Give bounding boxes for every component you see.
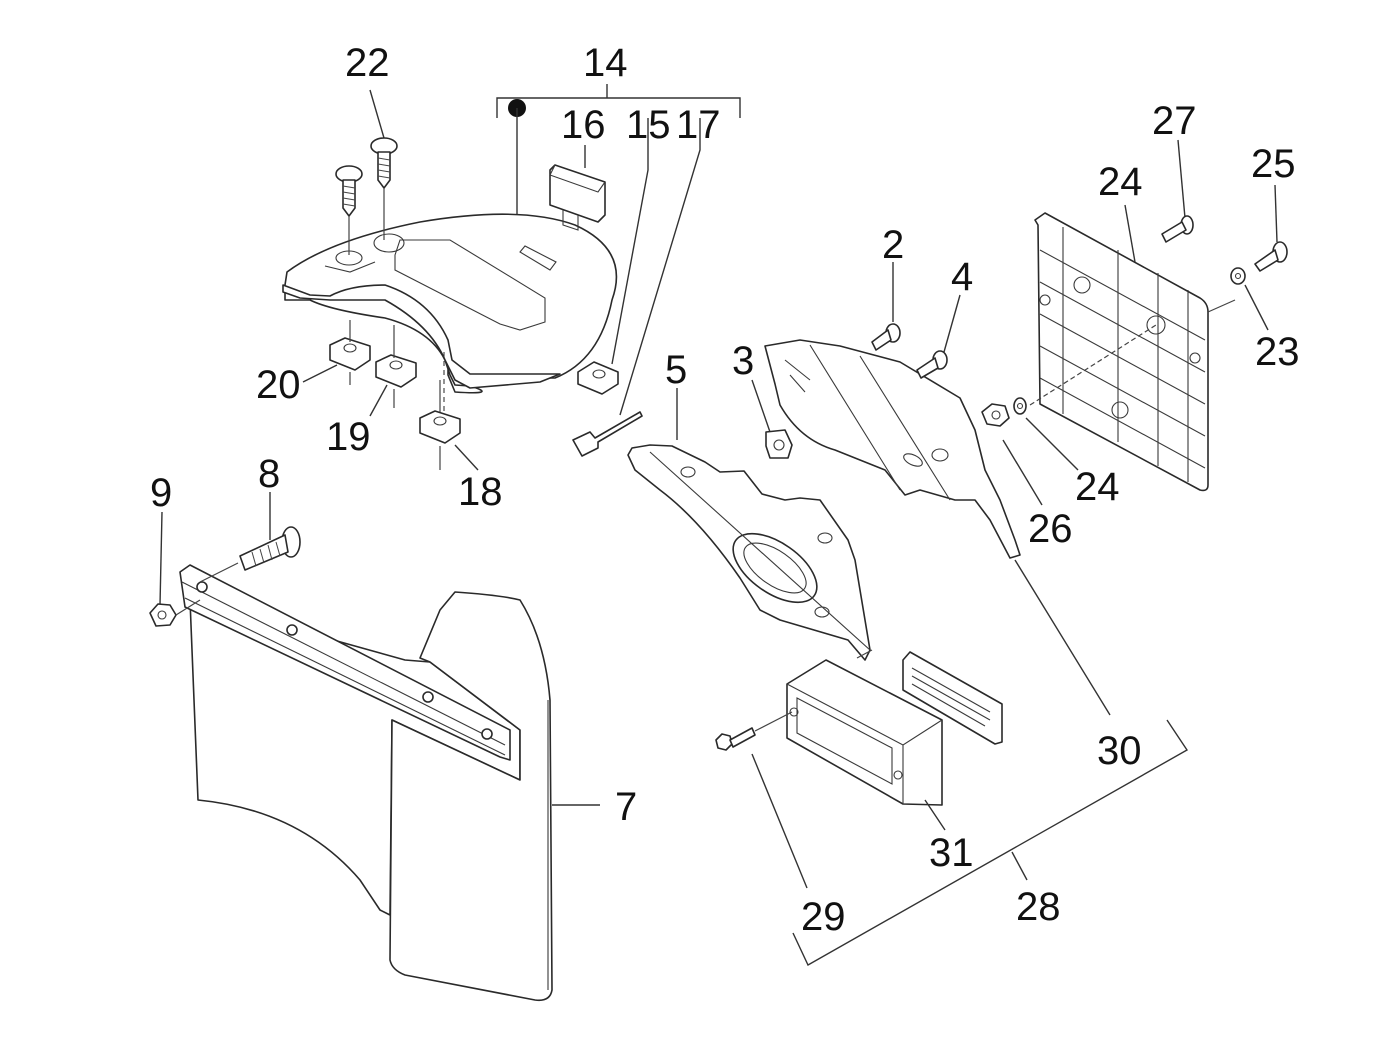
group-28-bracket [792, 719, 1188, 966]
screw-4 [916, 294, 961, 379]
callout-14: 14 [583, 41, 628, 85]
pin-27 [1161, 139, 1194, 243]
clip-nut-19 [369, 325, 417, 417]
rear-cover-30 [764, 339, 1111, 716]
callout-31: 31 [929, 831, 974, 875]
license-plate-light-31 [786, 649, 946, 831]
callout-23: 23 [1255, 330, 1300, 374]
callout-17: 17 [676, 103, 721, 147]
callout-20: 20 [256, 363, 301, 407]
clip-nut-3 [751, 379, 793, 459]
callout-4: 4 [951, 255, 973, 299]
callout-9: 9 [150, 471, 172, 515]
screw-22 [335, 89, 398, 255]
license-plate-holder-24 [1029, 204, 1236, 492]
lens [902, 651, 1003, 745]
mounting-rail [179, 564, 511, 761]
mudflap-7 [189, 591, 600, 1002]
clip-nut-15 [577, 118, 649, 395]
screw-29 [715, 711, 808, 889]
screw-2 [871, 262, 901, 351]
callout-labels: 22 14 16 15 17 27 25 24 2 4 23 20 5 3 19… [150, 41, 1300, 939]
nut-26 [981, 403, 1043, 506]
screw-25 [1254, 184, 1288, 272]
bolt-8 [199, 492, 301, 583]
clip-nut-18 [419, 380, 479, 471]
group-14-bracket [496, 84, 741, 218]
callout-22: 22 [345, 41, 390, 85]
callout-26: 26 [1028, 507, 1073, 551]
nut-9 [149, 511, 201, 627]
washer-23 [1230, 267, 1269, 331]
callout-24-plate: 24 [1098, 160, 1143, 204]
callout-16: 16 [561, 103, 606, 147]
callout-29: 29 [801, 895, 846, 939]
callout-15: 15 [626, 103, 671, 147]
callout-19: 19 [326, 415, 371, 459]
rivet-17 [572, 118, 701, 457]
washer-24 [1013, 397, 1079, 471]
callout-25: 25 [1251, 142, 1296, 186]
callout-8: 8 [258, 452, 280, 496]
callout-28: 28 [1016, 885, 1061, 929]
callout-2: 2 [882, 223, 904, 267]
clip-16 [549, 145, 606, 231]
support-plate-5 [627, 388, 871, 661]
carrier-plate [282, 213, 618, 420]
callout-18: 18 [458, 470, 503, 514]
callout-30: 30 [1097, 729, 1142, 773]
callout-24-washer: 24 [1075, 465, 1120, 509]
callout-27: 27 [1152, 99, 1197, 143]
clip-nut-20 [302, 320, 371, 385]
callout-5: 5 [665, 348, 687, 392]
callout-7: 7 [615, 785, 637, 829]
callout-3: 3 [732, 339, 754, 383]
